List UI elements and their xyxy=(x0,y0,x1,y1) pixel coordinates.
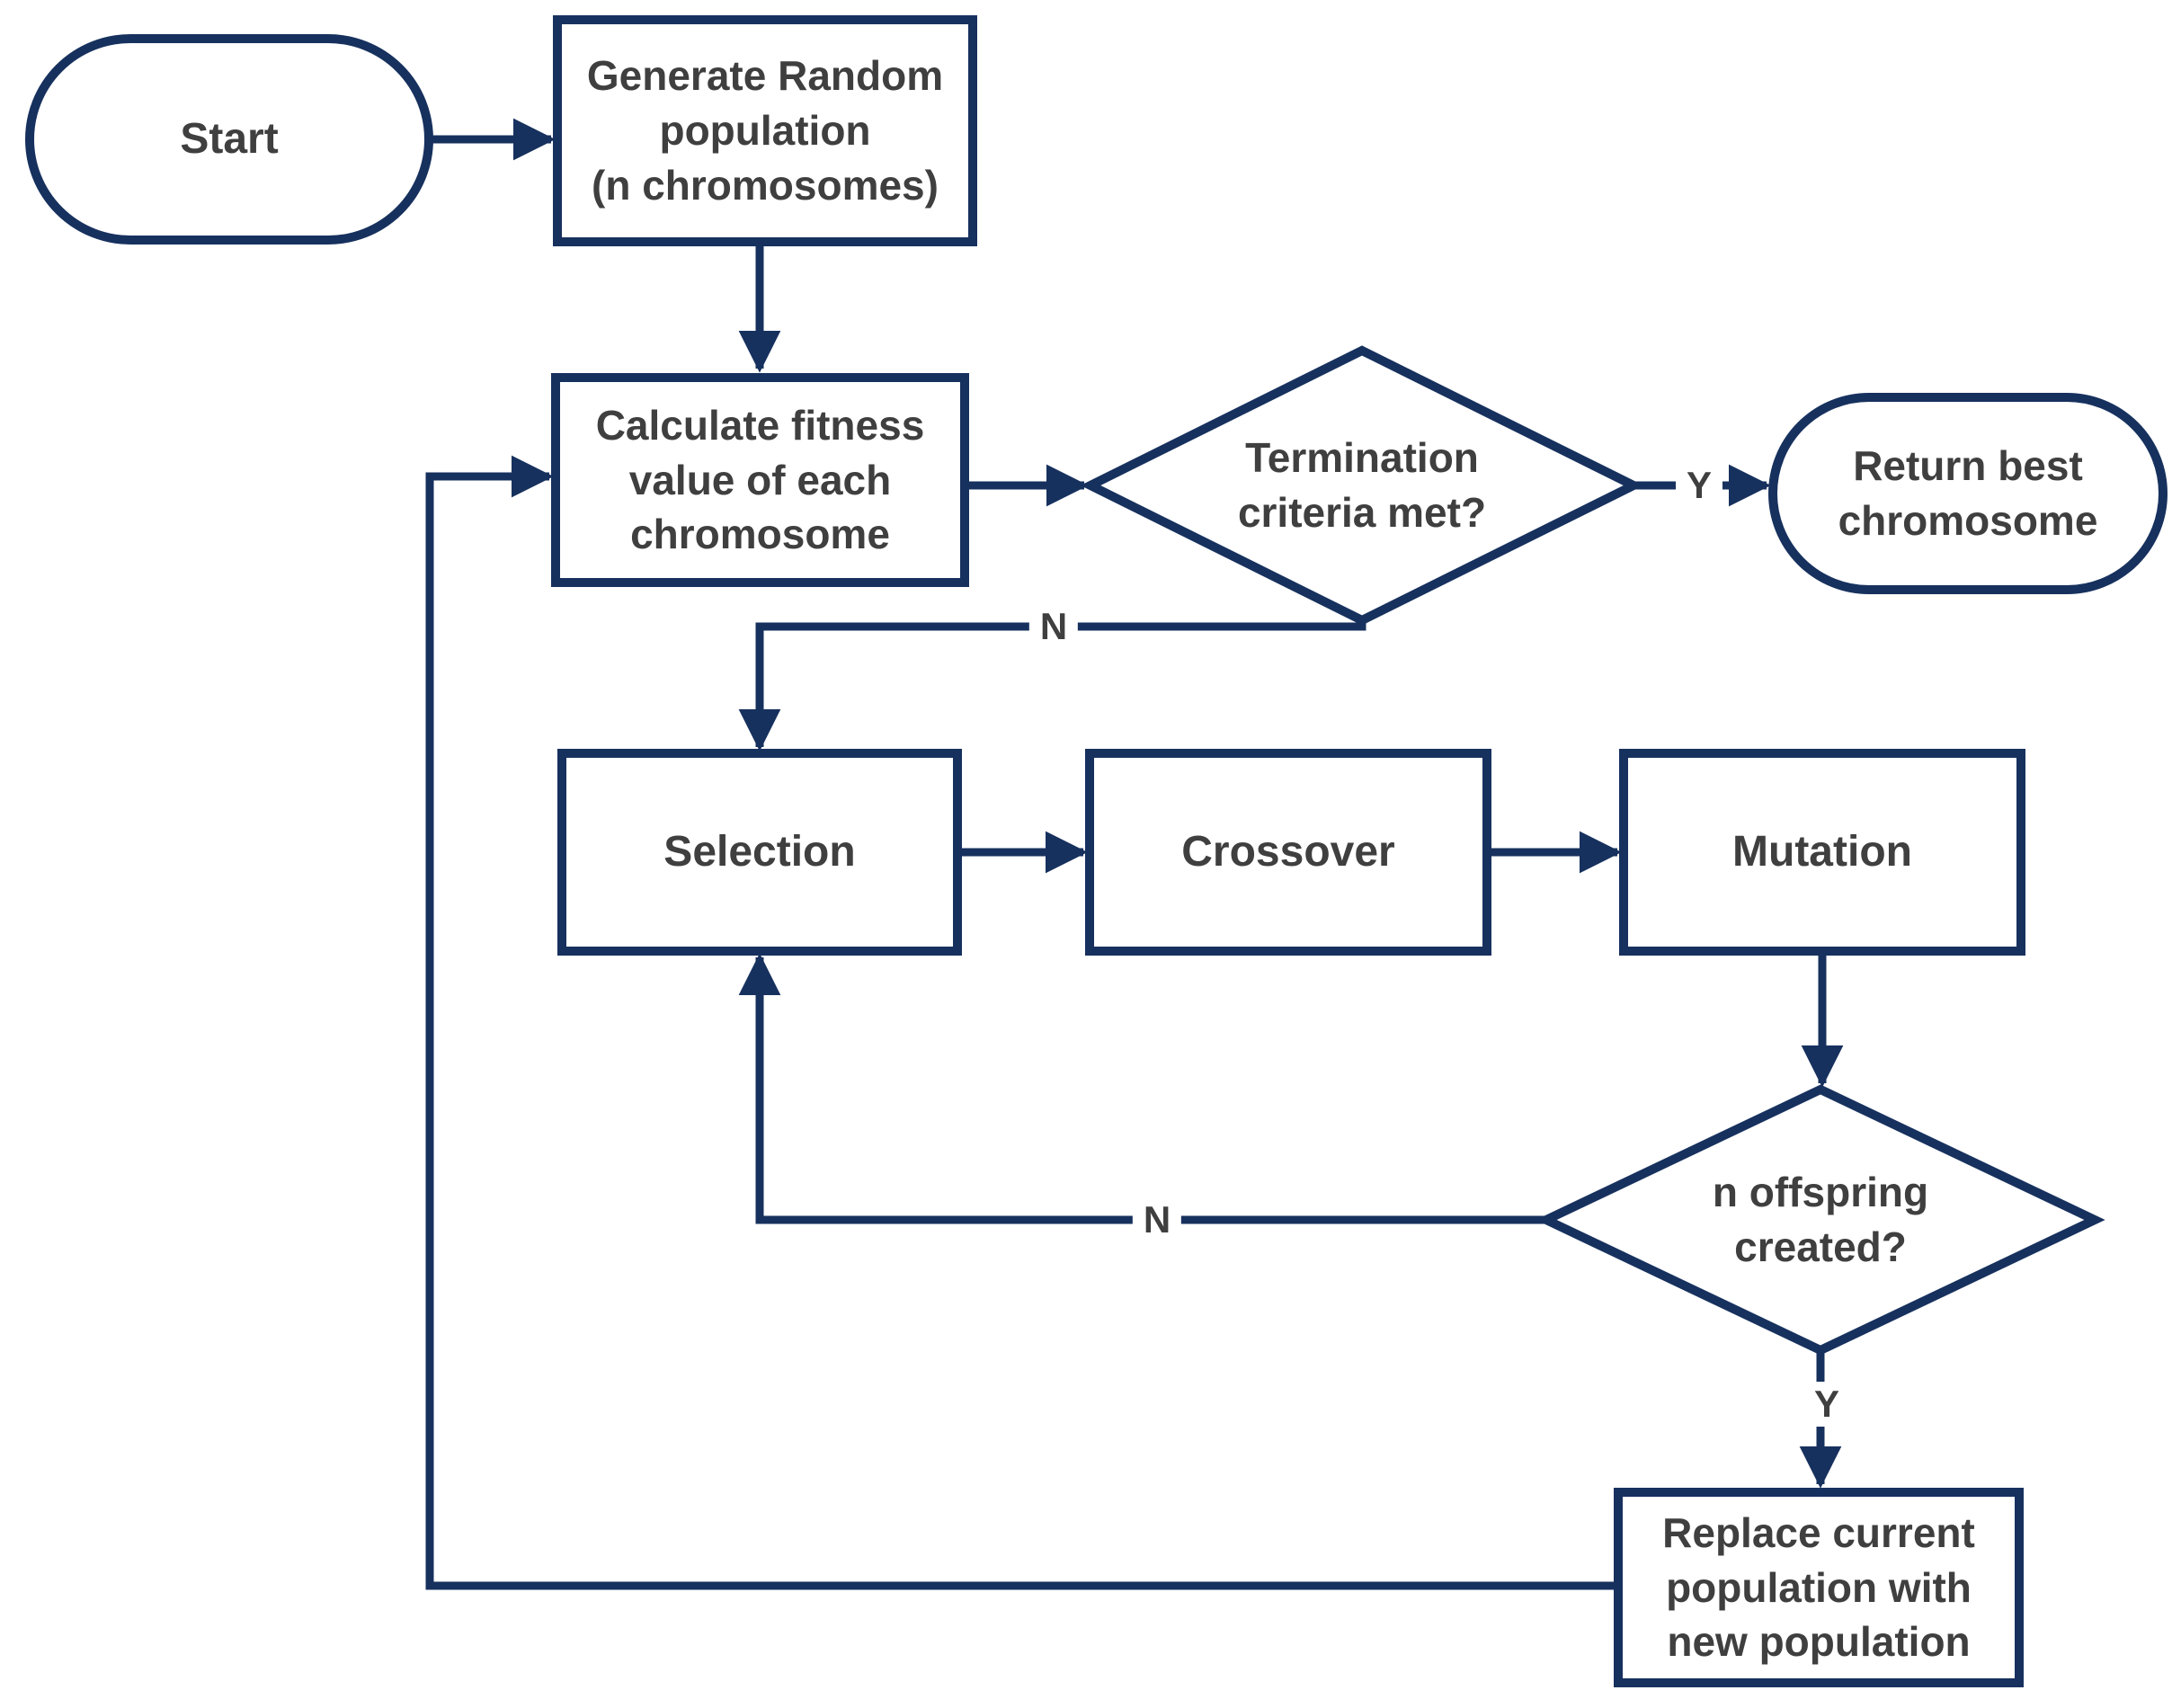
start-terminator-shape xyxy=(25,34,433,245)
arrow-termination-no-to-selection xyxy=(738,617,1366,752)
selection-box xyxy=(557,749,962,956)
crossover-box xyxy=(1085,749,1491,956)
return-best-terminator-shape xyxy=(1768,393,2168,594)
arrow-offspring-no-to-selection xyxy=(738,953,1546,1224)
replace-population-box xyxy=(1614,1488,2024,1687)
mutation-box xyxy=(1619,749,2025,956)
arrow-replace-loop-to-calculate xyxy=(425,455,1618,1590)
offspring-decision-diamond xyxy=(1536,1084,2105,1356)
generate-population-box xyxy=(553,15,977,246)
termination-decision-diamond xyxy=(1080,345,1644,626)
calculate-fitness-box xyxy=(551,373,969,587)
